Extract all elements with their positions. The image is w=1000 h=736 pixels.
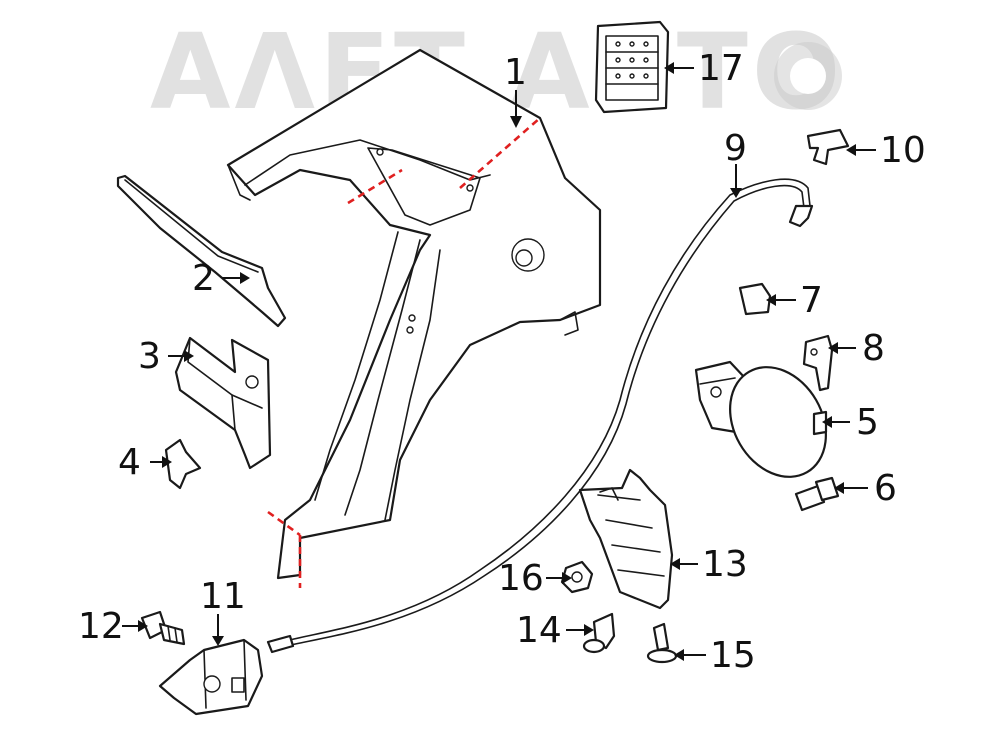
arrowhead-3 [184, 350, 194, 362]
arrowhead-4 [162, 456, 172, 468]
push-pin-15 [646, 622, 678, 664]
callout-15: 15 [710, 635, 756, 676]
cable-clip [806, 128, 850, 166]
callout-1: 1 [504, 52, 527, 93]
small-clip [164, 438, 202, 490]
splash-shield [578, 468, 674, 610]
upper-bracket [116, 174, 287, 328]
callout-17: 17 [698, 48, 744, 89]
arrowhead-12 [138, 620, 148, 632]
bolt-12 [140, 610, 186, 646]
callout-labels: 1 2 3 4 5 6 7 8 9 10 11 12 13 14 15 16 1… [78, 48, 926, 676]
bolt-6 [794, 476, 840, 512]
callout-4: 4 [118, 442, 141, 483]
callout-11: 11 [200, 576, 246, 617]
fuel-filler-door [694, 360, 828, 478]
arrowhead-11 [212, 636, 224, 646]
clip-14 [582, 612, 616, 654]
arrowheads [138, 62, 856, 661]
quarter-panel [226, 48, 602, 580]
arrowhead-9 [730, 188, 742, 198]
arrowhead-6 [834, 482, 844, 494]
arrowhead-7 [766, 294, 776, 306]
vent-grille [594, 20, 670, 114]
callout-2: 2 [192, 258, 215, 299]
callout-14: 14 [516, 610, 562, 651]
hinge-bracket [802, 334, 834, 392]
cut-line-upper-right [459, 117, 541, 189]
arrowhead-15 [674, 649, 684, 661]
cut-lines [267, 117, 541, 588]
callout-9: 9 [724, 128, 747, 169]
arrowhead-2 [240, 272, 250, 284]
cut-line-lower-horizontal [267, 510, 301, 537]
callout-12: 12 [78, 606, 124, 647]
callout-5: 5 [856, 402, 879, 443]
callout-10: 10 [880, 130, 926, 171]
callout-16: 16 [498, 558, 544, 599]
arrowhead-1 [510, 116, 522, 128]
inner-panel [174, 336, 272, 470]
fuel-lid-actuator [158, 638, 264, 716]
callout-7: 7 [800, 280, 823, 321]
arrowhead-16 [562, 572, 572, 584]
arrowhead-8 [828, 342, 838, 354]
small-cap [738, 282, 772, 316]
callout-3: 3 [138, 336, 161, 377]
arrowhead-14 [584, 624, 594, 636]
arrowhead-17 [664, 62, 674, 74]
callout-8: 8 [862, 328, 885, 369]
arrowhead-10 [846, 144, 856, 156]
arrowhead-13 [670, 558, 680, 570]
callout-13: 13 [702, 544, 748, 585]
cut-line-upper-left [347, 168, 403, 205]
arrowhead-5 [822, 416, 832, 428]
watermark-logo-inner [790, 58, 826, 94]
callout-6: 6 [874, 468, 897, 509]
